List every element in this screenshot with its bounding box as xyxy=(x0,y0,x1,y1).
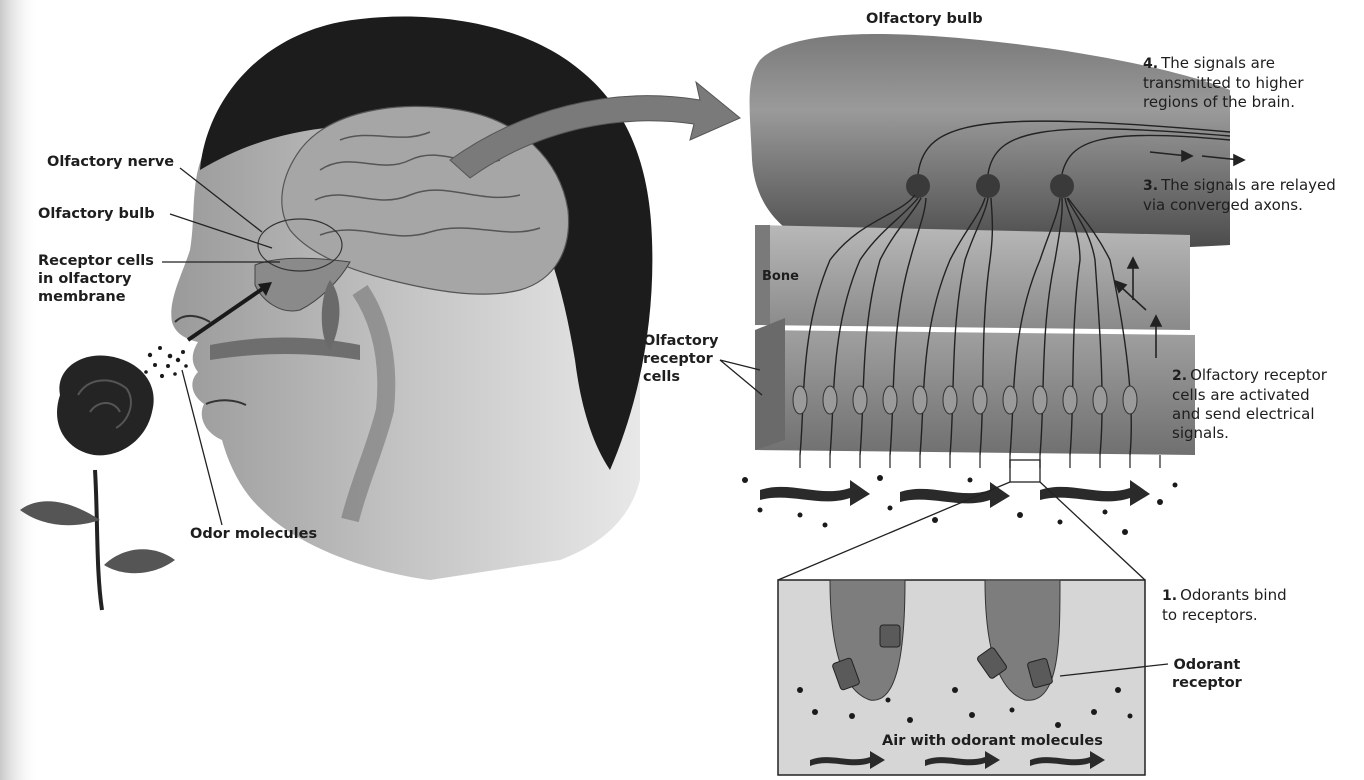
label-olfactory-bulb: Olfactory bulb xyxy=(38,205,155,223)
step-3-number: 3. xyxy=(1143,178,1158,194)
odor-particles xyxy=(144,346,188,378)
label-air-with-odorant: Air with odorant molecules xyxy=(882,732,1103,750)
airflow-arrows xyxy=(760,480,1150,508)
label-odorant-receptor: Odorant receptor xyxy=(1172,656,1242,692)
detail-section xyxy=(720,34,1244,580)
step-4: 4.The signals are transmitted to higher … xyxy=(1143,54,1304,112)
cilia xyxy=(800,455,1160,468)
label-olfactory-nerve: Olfactory nerve xyxy=(47,153,174,171)
step-2: 2.Olfactory receptor cells are activated… xyxy=(1172,366,1327,443)
label-odor-molecules: Odor molecules xyxy=(190,525,317,543)
rose xyxy=(20,355,175,610)
label-bone: Bone xyxy=(762,268,799,286)
label-receptor-cells: Receptor cells in olfactory membrane xyxy=(38,252,154,306)
label-olfactory-bulb-detail: Olfactory bulb xyxy=(866,10,983,28)
step-3-text: The signals are relayed via converged ax… xyxy=(1143,176,1336,214)
step-2-text: Olfactory receptor cells are activated a… xyxy=(1172,366,1327,442)
page-edge xyxy=(0,0,40,780)
magnify-square xyxy=(1010,460,1040,482)
step-1: 1.Odorants bind to receptors. xyxy=(1162,586,1287,625)
label-olfactory-receptor-cells: Olfactory receptor cells xyxy=(643,332,718,386)
step-2-number: 2. xyxy=(1172,368,1187,384)
step-3: 3.The signals are relayed via converged … xyxy=(1143,176,1336,215)
step-4-text: The signals are transmitted to higher re… xyxy=(1143,54,1304,111)
airflow-particles xyxy=(742,475,1178,535)
head-cross-section xyxy=(171,17,652,580)
step-1-text: Odorants bind to receptors. xyxy=(1162,586,1287,624)
step-4-number: 4. xyxy=(1143,56,1158,72)
step-1-number: 1. xyxy=(1162,588,1177,604)
